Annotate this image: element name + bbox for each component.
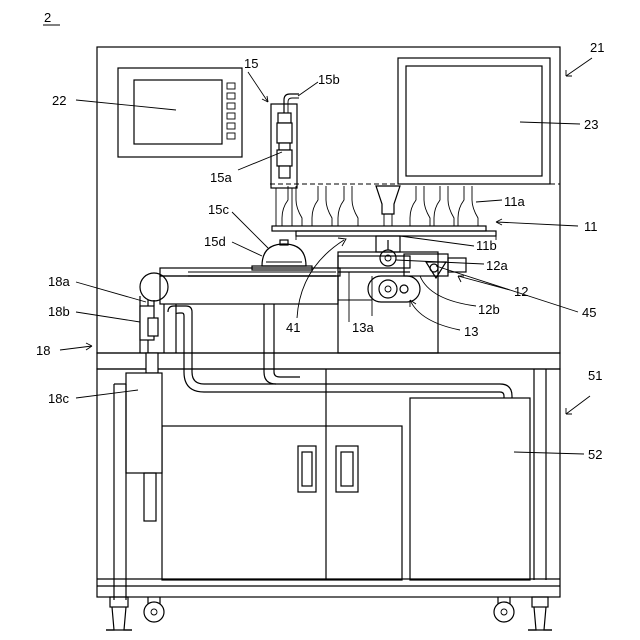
figure-number: 2 — [44, 10, 51, 25]
label-21: 21 — [590, 40, 604, 55]
legs-casters — [106, 597, 552, 630]
label-15: 15 — [244, 56, 258, 71]
label-18c: 18c — [48, 391, 69, 406]
label-41: 41 — [286, 320, 300, 335]
label-11a: 11a — [504, 194, 525, 209]
leader-41 — [297, 240, 344, 318]
label-12a: 12a — [486, 258, 508, 273]
control-panel — [118, 68, 242, 157]
label-18b: 18b — [48, 304, 70, 319]
label-13a: 13a — [352, 320, 374, 335]
work-table — [160, 268, 340, 353]
display-monitor — [398, 58, 550, 184]
label-45: 45 — [582, 305, 596, 320]
dispensing-unit — [271, 94, 299, 226]
side-panel — [410, 398, 530, 580]
label-15a: 15a — [210, 170, 232, 185]
valve-arm — [140, 300, 158, 340]
label-12b: 12b — [478, 302, 500, 317]
label-13: 13 — [464, 324, 478, 339]
dome-cup — [252, 240, 312, 270]
door-handle-right — [336, 446, 358, 492]
label-15d: 15d — [204, 234, 226, 249]
turntable — [272, 226, 496, 240]
label-15b: 15b — [318, 72, 340, 87]
caster-left — [144, 602, 164, 622]
label-23: 23 — [584, 117, 598, 132]
dispensing-cartridge — [278, 113, 291, 123]
door-handle-left — [298, 446, 316, 492]
label-11: 11 — [584, 219, 598, 234]
label-15c: 15c — [208, 202, 229, 217]
table-top — [97, 353, 560, 369]
belt-drive — [368, 276, 420, 302]
label-18a: 18a — [48, 274, 70, 289]
feed-roller — [376, 236, 400, 266]
caster-right — [494, 602, 514, 622]
label-51: 51 — [588, 368, 602, 383]
sensor-unit — [404, 254, 466, 278]
label-18: 18 — [36, 343, 50, 358]
reference-labels: 21 15 15b 22 23 15a 11a 11 15c 15d 11b 1… — [36, 40, 604, 462]
label-22: 22 — [52, 93, 66, 108]
pipe-ball — [140, 273, 168, 301]
hopper — [376, 186, 400, 214]
label-11b: 11b — [476, 238, 497, 253]
label-12: 12 — [514, 284, 528, 299]
lower-cabinet — [97, 369, 560, 597]
label-52: 52 — [588, 447, 602, 462]
